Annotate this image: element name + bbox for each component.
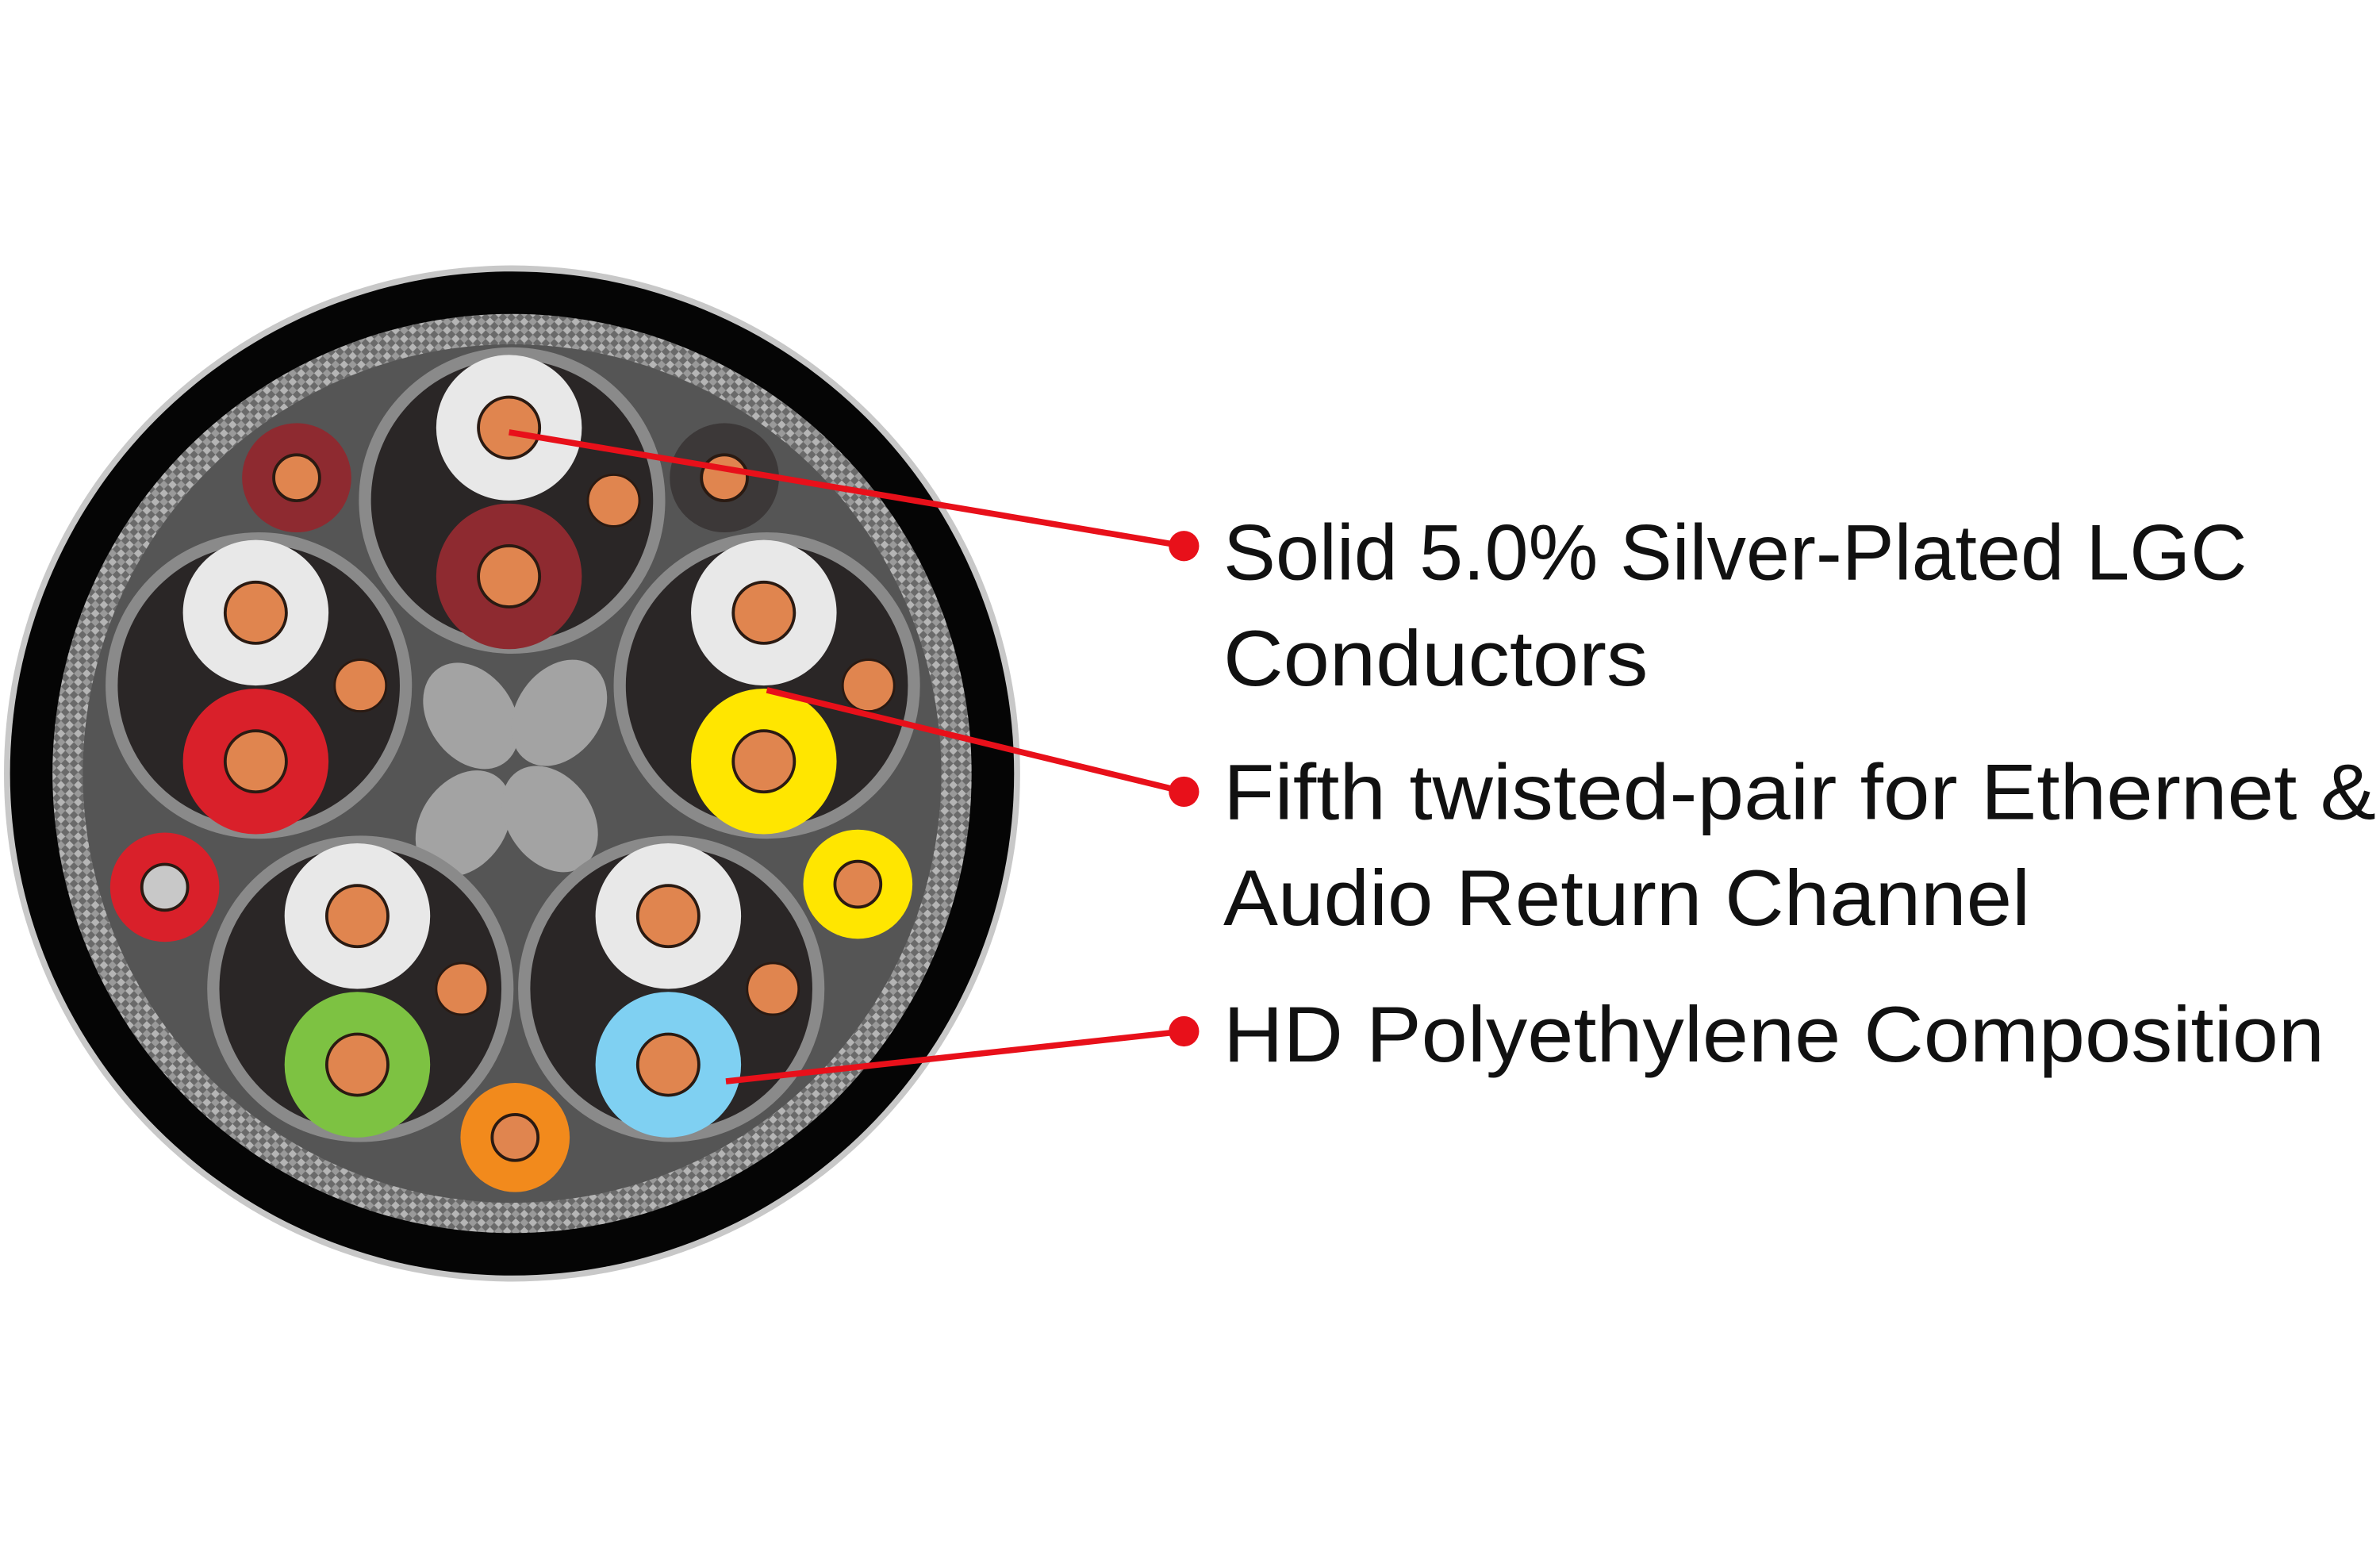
center-filler: [415, 659, 608, 877]
callout-labels: Solid 5.0% Silver-Plated LGC Conductors …: [1223, 509, 2376, 1079]
white-wire-left-conductor: [223, 580, 288, 645]
callout-1-line-2: Conductors: [1223, 615, 1648, 703]
callout-lines: [508, 429, 1200, 1084]
color-wire-bottom-left-conductor: [324, 1032, 390, 1097]
callout-2-line-1: Fifth twisted-pair for Ethernet &: [1223, 748, 2376, 836]
color-wire-left: [182, 688, 329, 835]
drain-wire-bottom-right: [746, 962, 800, 1016]
callout-1-line-1: Solid 5.0% Silver-Plated LGC: [1223, 509, 2247, 597]
twisted-pair-top: [359, 347, 666, 654]
color-wire-bottom-left: [284, 992, 431, 1138]
color-wire-left-conductor: [223, 729, 288, 794]
twisted-pair-left: [106, 532, 413, 839]
color-wire-top: [436, 503, 582, 650]
callout-dot-3: [1169, 1015, 1200, 1047]
twisted-pair-right: [613, 532, 920, 839]
white-wire-bottom-left: [284, 843, 431, 989]
single-wire-dark-gray-conductor: [700, 453, 749, 503]
drain-wire-right: [841, 658, 896, 713]
callout-line-3: [725, 1028, 1184, 1084]
single-wire-yellow: [803, 829, 913, 939]
color-wire-bottom-right-conductor: [635, 1032, 701, 1097]
callout-dot-2: [1169, 776, 1200, 808]
twisted-pair-bottom-left: [207, 835, 514, 1142]
drain-wire-bottom-left: [435, 962, 489, 1016]
white-wire-top-conductor: [477, 395, 542, 460]
single-wire-dark-red: [242, 423, 351, 533]
single-wire-dark-gray: [670, 423, 779, 533]
callout-dot-1: [1169, 531, 1200, 562]
white-wire-right: [691, 539, 837, 686]
drain-wire-top: [586, 473, 641, 528]
single-wire-orange-conductor: [490, 1113, 540, 1162]
single-wire-orange: [460, 1083, 570, 1192]
drain-wire-left: [333, 658, 388, 713]
color-wire-bottom-right: [595, 992, 742, 1138]
white-wire-bottom-left-conductor: [324, 884, 390, 949]
twisted-pair-bottom-right: [518, 835, 825, 1142]
callout-line-1: [508, 429, 1184, 550]
callout-2-line-2: Audio Return Channel: [1223, 854, 2030, 942]
white-wire-top: [436, 355, 582, 501]
cable: [4, 265, 1020, 1282]
single-wire-dark-red-conductor: [272, 453, 321, 503]
single-wire-red: [109, 832, 220, 942]
color-wire-right: [691, 688, 837, 835]
color-wire-right-conductor: [731, 729, 797, 794]
single-wire-red-conductor: [140, 862, 190, 912]
white-wire-right-conductor: [731, 580, 797, 645]
white-wire-bottom-right: [595, 843, 742, 989]
callout-line-2: [766, 687, 1185, 795]
color-wire-top-conductor: [477, 544, 542, 608]
white-wire-bottom-right-conductor: [635, 884, 701, 949]
callout-3-line-1: HD Polyethylene Composition: [1223, 991, 2324, 1079]
white-wire-left: [182, 539, 329, 686]
single-wire-yellow-conductor: [833, 859, 883, 909]
